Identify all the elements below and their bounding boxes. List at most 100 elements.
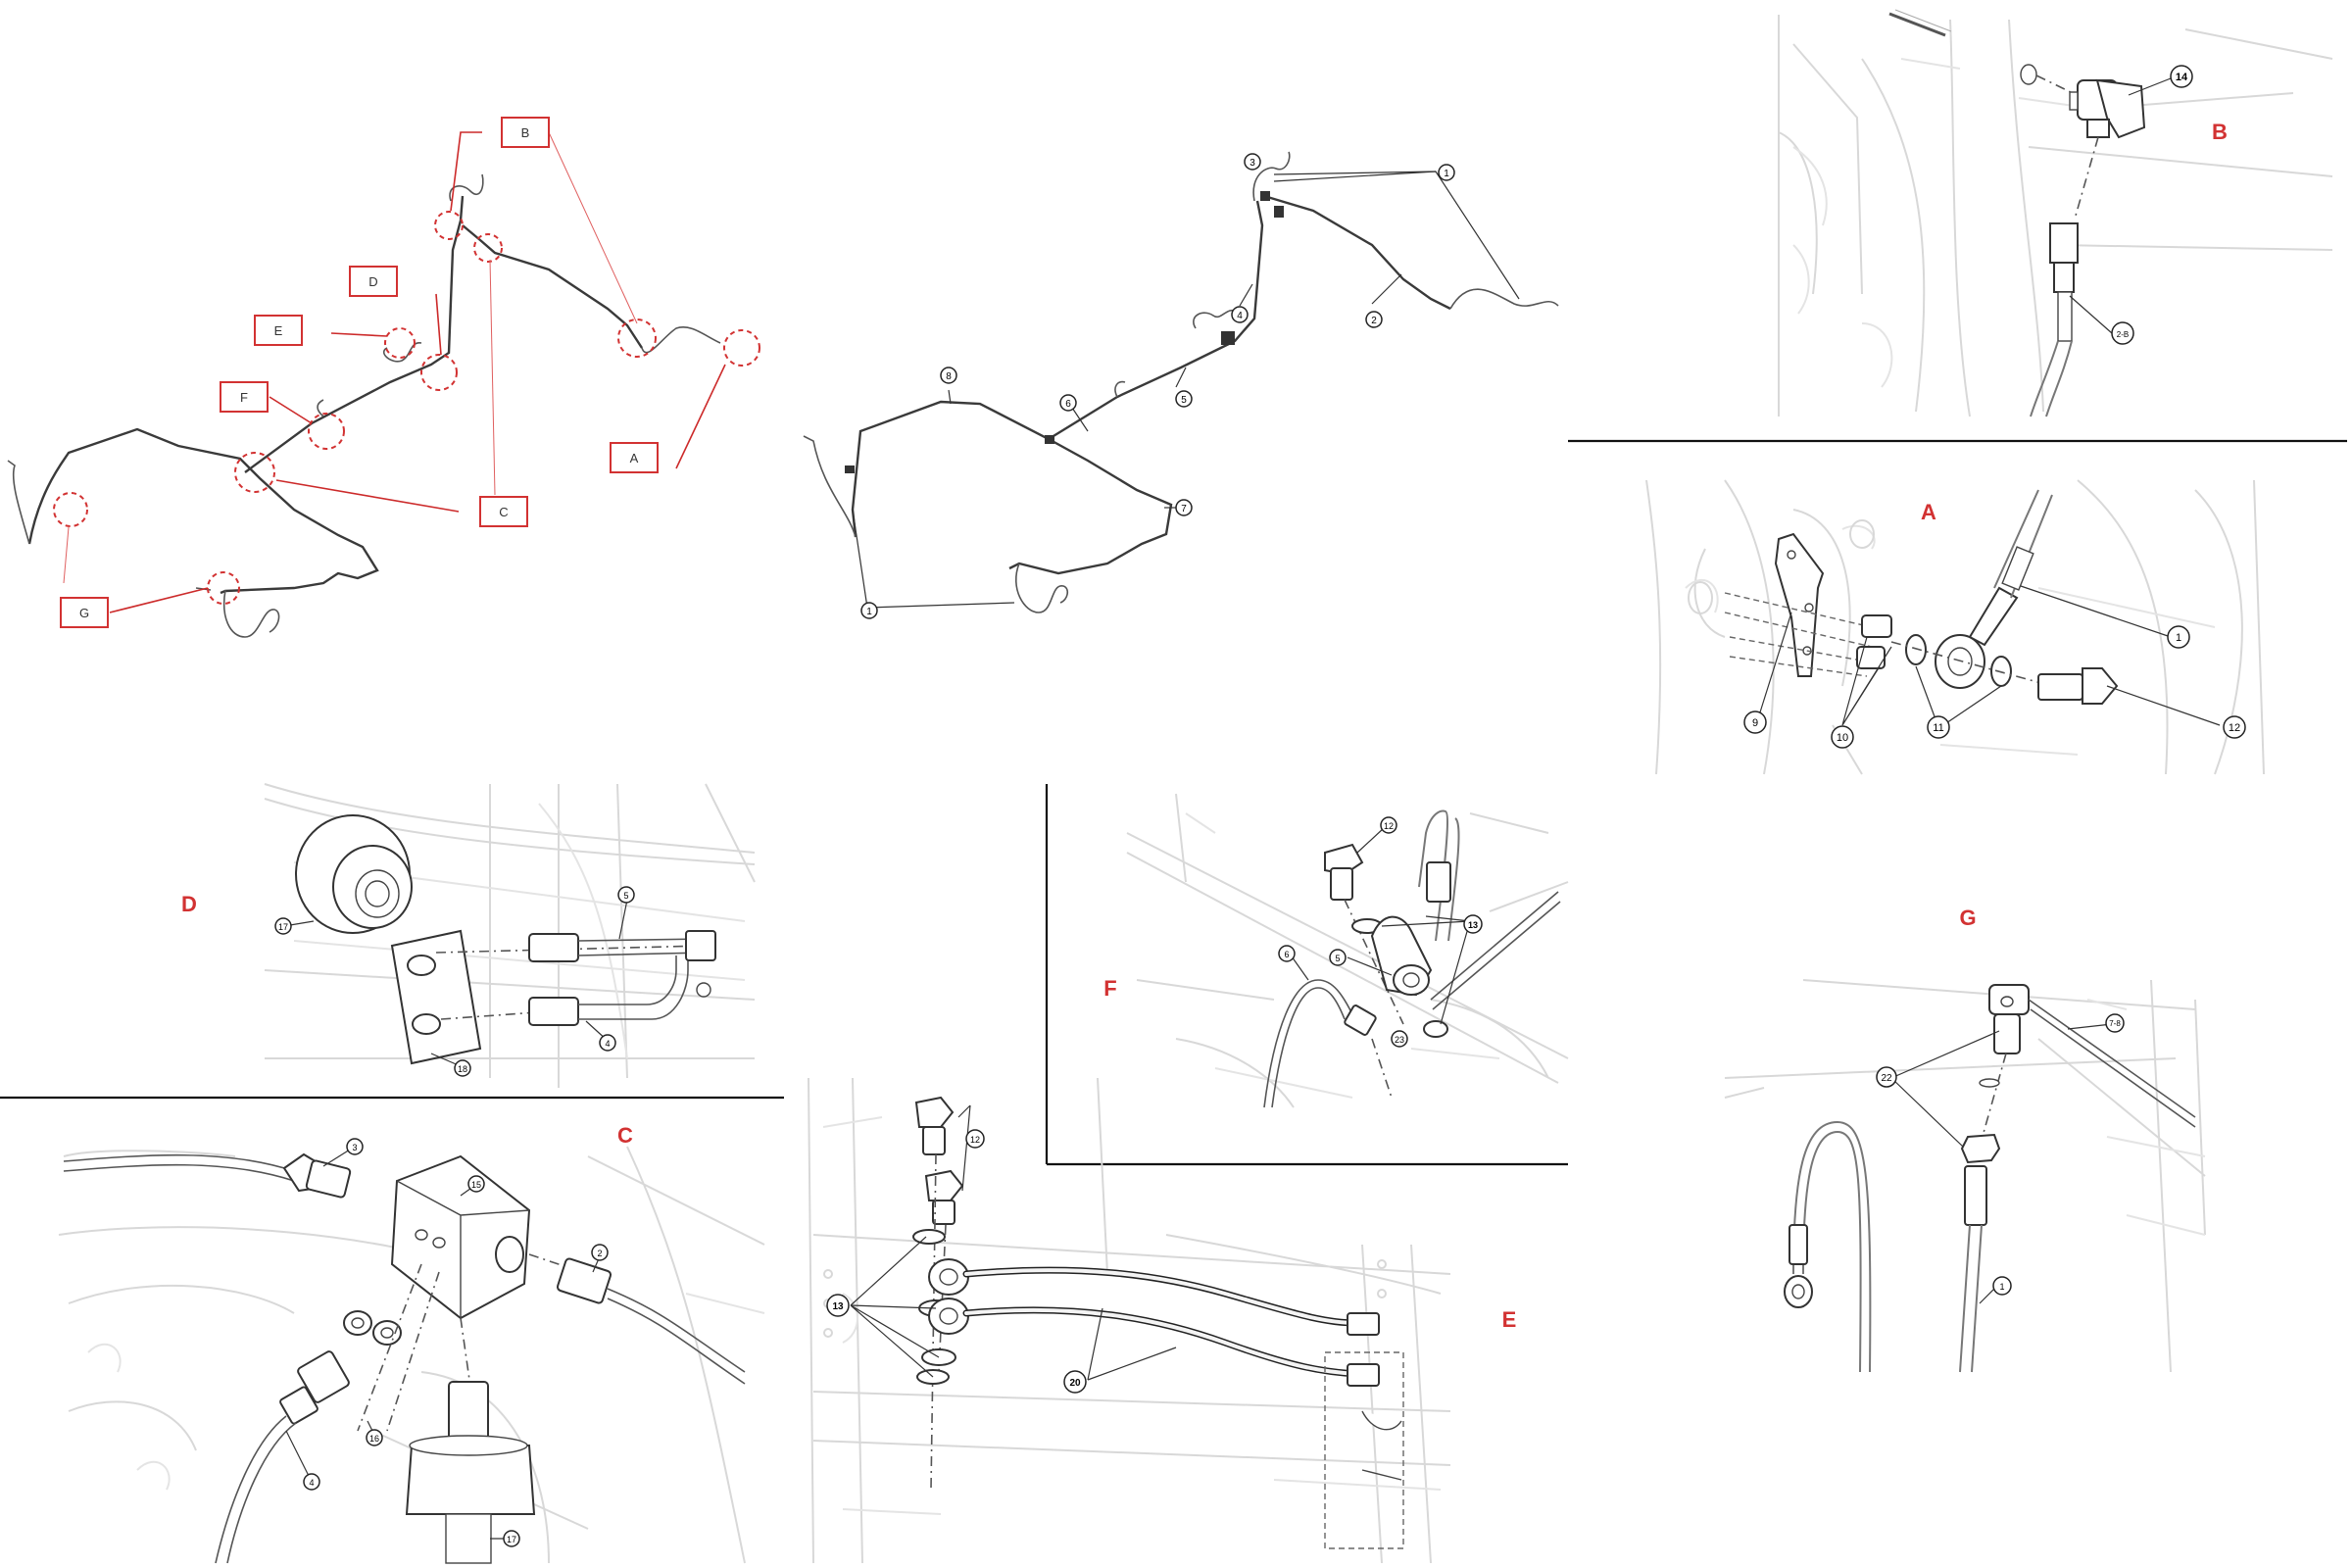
callout-circle bbox=[308, 413, 345, 450]
detail-a-panel: 1 9 10 11 12 A bbox=[1645, 479, 2265, 775]
detail-a-title: A bbox=[1921, 500, 1936, 524]
callout-box-f-label: F bbox=[240, 390, 248, 405]
assembly-item-label: 2 bbox=[1371, 316, 1377, 326]
tee-fitting bbox=[845, 466, 855, 473]
callout-box-f[interactable]: F bbox=[220, 381, 269, 413]
assembly-item-label: 1 bbox=[866, 607, 872, 617]
a-item-10: 10 bbox=[1837, 732, 1848, 744]
d-master-cylinder bbox=[295, 814, 413, 934]
assembly-item-label: 3 bbox=[1250, 158, 1255, 169]
callout-box-g[interactable]: G bbox=[60, 597, 109, 628]
d-item-17: 17 bbox=[278, 922, 288, 932]
c-item-15: 15 bbox=[471, 1180, 481, 1190]
overview-brake-line-layout: B D E F A C G bbox=[7, 117, 760, 638]
g-item-1: 1 bbox=[1999, 1282, 2004, 1292]
a-bolts bbox=[1856, 614, 1892, 669]
f-item-13: 13 bbox=[1468, 920, 1478, 930]
f-item-5: 5 bbox=[1335, 954, 1340, 963]
f-line-fitting bbox=[1344, 1004, 1377, 1036]
callout-circle bbox=[473, 233, 503, 263]
detail-c-title: C bbox=[617, 1123, 633, 1148]
b-item-2b: 2-B bbox=[2117, 330, 2129, 339]
callout-circle bbox=[617, 318, 657, 358]
g-item-7-8: 7-8 bbox=[2109, 1019, 2121, 1028]
callout-box-a-label: A bbox=[630, 451, 639, 466]
e-banjo-fittings bbox=[928, 1258, 969, 1335]
callout-circle bbox=[53, 492, 88, 527]
f-banjo-fitting bbox=[1370, 915, 1433, 997]
d-fitting bbox=[528, 997, 579, 1026]
detail-f-title: F bbox=[1103, 976, 1116, 1001]
callout-circle bbox=[434, 211, 464, 240]
assembly-item-label: 6 bbox=[1065, 399, 1071, 410]
detail-f-panel: 12 13 5 6 23 F bbox=[1045, 784, 1569, 1166]
d-item-18: 18 bbox=[458, 1064, 467, 1074]
d-fitting bbox=[528, 933, 579, 962]
callout-box-e-label: E bbox=[274, 323, 283, 338]
a-item-12: 12 bbox=[2229, 722, 2240, 734]
c-item-2: 2 bbox=[597, 1249, 602, 1258]
g-nut bbox=[1960, 1133, 2001, 1164]
callout-box-c-label: C bbox=[499, 505, 508, 519]
callout-box-c[interactable]: C bbox=[479, 496, 528, 527]
b-banjo-elbow bbox=[2069, 78, 2146, 139]
c-crush-washers bbox=[343, 1310, 402, 1346]
e-banjo-bolts bbox=[914, 1096, 964, 1225]
f-item-23: 23 bbox=[1395, 1035, 1404, 1045]
assembly-item-label: 5 bbox=[1181, 395, 1187, 406]
e-item-13: 13 bbox=[832, 1301, 844, 1312]
c-item-3: 3 bbox=[352, 1143, 357, 1152]
c-line-fitting-3 bbox=[282, 1152, 352, 1199]
c-line-fitting-4 bbox=[279, 1350, 350, 1425]
g-elbow-fitting bbox=[1988, 984, 2030, 1054]
callout-circle bbox=[207, 571, 240, 605]
a-mounting-bracket bbox=[1774, 532, 1825, 677]
f-washer bbox=[1423, 1020, 1448, 1038]
tee-fitting bbox=[1260, 191, 1270, 201]
e-item-12: 12 bbox=[970, 1135, 980, 1145]
f-item-12: 12 bbox=[1384, 821, 1394, 831]
c-valve-block bbox=[390, 1154, 531, 1320]
g-hose-end bbox=[1964, 1165, 1987, 1226]
callout-box-d-label: D bbox=[368, 274, 377, 289]
detail-g-panel: 22 7-8 1 G bbox=[1724, 906, 2206, 1373]
a-item-11: 11 bbox=[1933, 722, 1943, 734]
callout-circle bbox=[723, 329, 760, 367]
assembly-item-label: 1 bbox=[1444, 169, 1449, 179]
callout-circle bbox=[420, 354, 458, 391]
e-hidden-outline bbox=[1324, 1351, 1404, 1549]
callout-circle bbox=[234, 452, 275, 493]
callout-box-a[interactable]: A bbox=[610, 442, 659, 473]
callout-box-b[interactable]: B bbox=[501, 117, 550, 148]
d-item-5: 5 bbox=[623, 891, 628, 901]
f-item-6: 6 bbox=[1284, 950, 1289, 959]
callout-box-e[interactable]: E bbox=[254, 315, 303, 346]
b-hose-end-fitting bbox=[2049, 222, 2079, 342]
d-item-4: 4 bbox=[605, 1039, 610, 1049]
c-master-cylinder bbox=[405, 1381, 536, 1564]
a-crush-washer bbox=[1905, 634, 1927, 665]
f-banjo-bolt bbox=[1324, 843, 1364, 901]
tee-fitting bbox=[1274, 206, 1284, 218]
g-washer bbox=[1979, 1078, 2000, 1088]
detail-d-title: D bbox=[181, 892, 197, 916]
e-item-20: 20 bbox=[1069, 1378, 1081, 1389]
callout-box-d[interactable]: D bbox=[349, 266, 398, 297]
b-item-14: 14 bbox=[2176, 72, 2188, 83]
detail-d-panel: 17 5 4 18 D bbox=[181, 783, 756, 1088]
valve-block bbox=[1221, 331, 1235, 345]
a-item-9: 9 bbox=[1752, 717, 1758, 729]
assembly-item-label: 7 bbox=[1181, 504, 1187, 514]
detail-e-panel: 12 13 20 E bbox=[808, 1077, 1517, 1564]
callout-circle bbox=[384, 327, 416, 359]
c-line-fitting-2 bbox=[556, 1257, 612, 1304]
g-loose-hose bbox=[1784, 1120, 1872, 1373]
callout-box-g-label: G bbox=[79, 606, 89, 620]
c-item-4: 4 bbox=[309, 1478, 314, 1488]
detail-e-title: E bbox=[1502, 1307, 1517, 1332]
detail-g-title: G bbox=[1959, 906, 1976, 930]
detail-b-panel: 14 2-B B bbox=[1778, 9, 2333, 417]
detail-c-panel: 3 15 2 16 4 17 C bbox=[58, 1123, 765, 1564]
callout-box-b-label: B bbox=[521, 125, 530, 140]
d-distribution-block bbox=[390, 929, 482, 1065]
